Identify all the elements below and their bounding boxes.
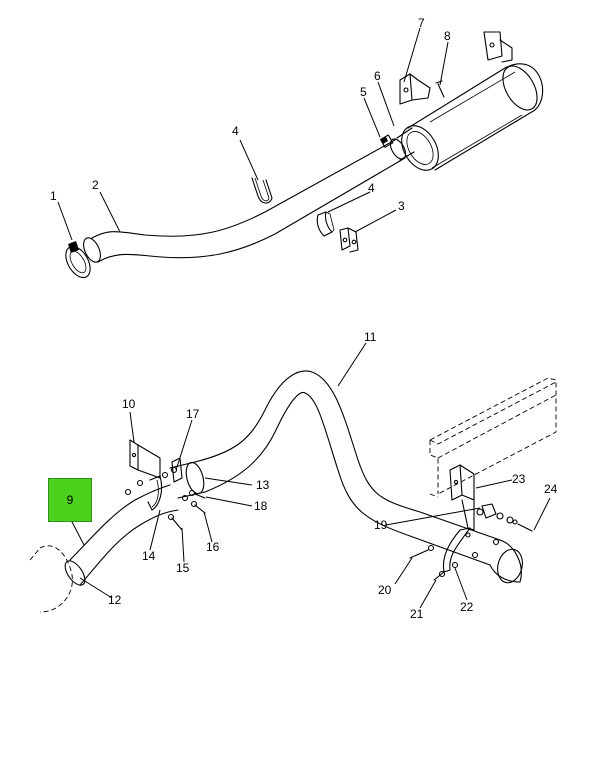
catalytic-converter bbox=[29, 545, 73, 613]
u-bolt-4 bbox=[251, 177, 273, 204]
isolator-19 bbox=[476, 503, 533, 532]
frame-rail bbox=[429, 377, 557, 498]
callout-8: 8 bbox=[444, 29, 451, 43]
callout-20: 20 bbox=[378, 583, 392, 597]
callout-6: 6 bbox=[374, 69, 381, 83]
callout-3: 3 bbox=[398, 199, 405, 213]
bolt-20 bbox=[409, 544, 435, 559]
hanger-clamp-22 bbox=[442, 527, 500, 573]
clamp-14 bbox=[147, 475, 163, 511]
callout-1: 1 bbox=[50, 189, 57, 203]
callout-13: 13 bbox=[256, 478, 270, 492]
bracket-23 bbox=[449, 464, 475, 531]
callout-15: 15 bbox=[176, 561, 190, 575]
callout-21: 21 bbox=[410, 607, 424, 621]
fasteners-lower-left bbox=[124, 466, 206, 531]
callout-7: 7 bbox=[418, 16, 425, 30]
callout-9-label: 9 bbox=[66, 493, 74, 507]
callout-5: 5 bbox=[360, 85, 367, 99]
callout-17: 17 bbox=[186, 407, 200, 421]
callout-24: 24 bbox=[544, 482, 558, 496]
leader-lines bbox=[57, 27, 551, 609]
callout-2: 2 bbox=[92, 178, 99, 192]
bracket-3 bbox=[339, 227, 359, 253]
exhaust-pipe-2 bbox=[83, 139, 406, 263]
callout-12: 12 bbox=[108, 593, 122, 607]
exhaust-pipe-9 bbox=[64, 484, 179, 586]
callout-23: 23 bbox=[512, 472, 526, 486]
callout-4-u-bolt: 4 bbox=[232, 124, 239, 138]
bracket-10 bbox=[129, 439, 161, 479]
upper-exhaust-assembly bbox=[65, 31, 544, 279]
callout-18: 18 bbox=[254, 499, 268, 513]
muffler-hanger-bracket bbox=[399, 31, 513, 105]
bolt-21 bbox=[433, 570, 446, 581]
callout-labels: 1 2 3 4 4 5 6 7 8 10 11 12 13 14 15 16 1… bbox=[50, 16, 558, 621]
callout-19: 19 bbox=[374, 518, 388, 532]
callout-4-saddle: 4 bbox=[368, 181, 375, 195]
exhaust-pipe-11 bbox=[194, 370, 523, 584]
callout-22: 22 bbox=[460, 600, 474, 614]
lower-exhaust-assembly bbox=[29, 370, 557, 613]
saddle-4 bbox=[316, 211, 335, 237]
callout-14: 14 bbox=[142, 549, 156, 563]
callout-9-highlight[interactable]: 9 bbox=[48, 478, 92, 522]
callout-11: 11 bbox=[364, 330, 377, 344]
callout-16: 16 bbox=[206, 540, 220, 554]
callout-10: 10 bbox=[122, 397, 136, 411]
bracket-17 bbox=[171, 457, 183, 483]
clamp-5 bbox=[379, 134, 394, 148]
clamp-1 bbox=[65, 241, 91, 279]
pipe-13 bbox=[169, 461, 206, 499]
